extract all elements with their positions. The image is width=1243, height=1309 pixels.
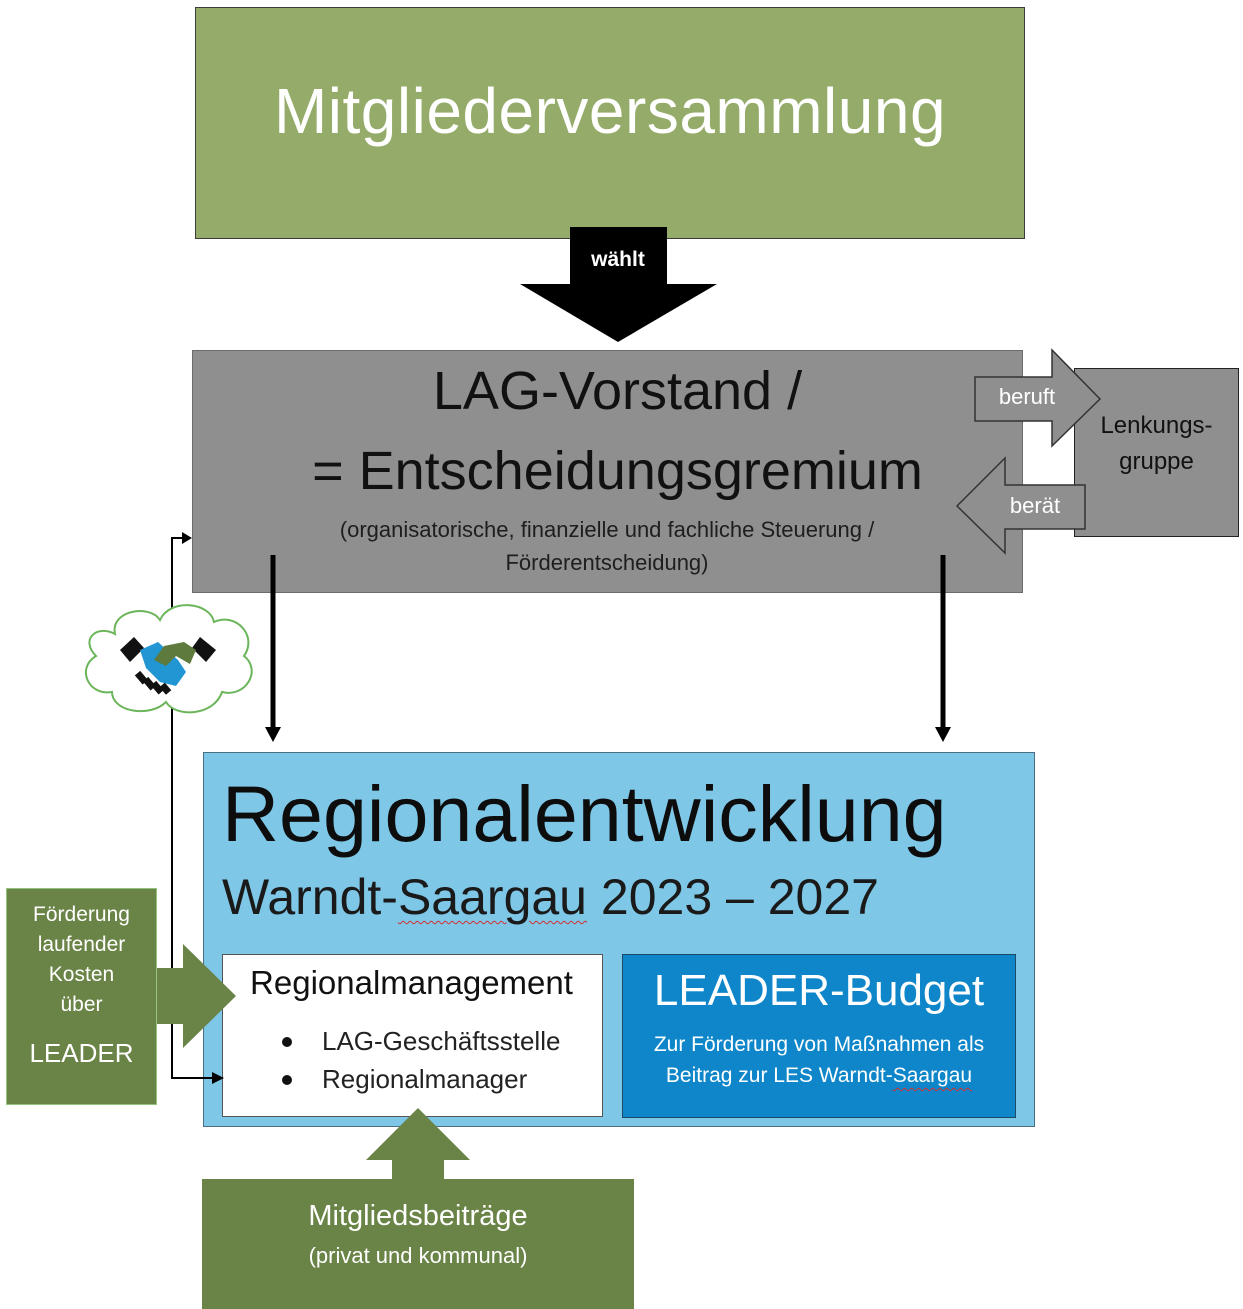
- lenkungsgruppe-label: Lenkungs- gruppe: [1074, 408, 1239, 480]
- waehlt-label: wählt: [591, 248, 645, 271]
- connector-left-arrowhead: [265, 727, 281, 742]
- lenkungsgruppe-line2: gruppe: [1119, 448, 1194, 475]
- lag-vorstand-description: (organisatorische, finanzielle und fachl…: [282, 513, 932, 579]
- regionalentwicklung-subtitle: Warndt-Saargau 2023 – 2027: [222, 868, 879, 926]
- foerderung-arrow: [155, 944, 236, 1048]
- subtitle-squiggle: Saargau: [397, 869, 587, 925]
- mitgliedsbeitraege-arrow: [366, 1108, 470, 1182]
- desc-line2-squiggle: Saargau: [892, 1064, 973, 1087]
- regionalentwicklung-title: Regionalentwicklung: [222, 769, 947, 858]
- foerderung-leader-label: LEADER: [29, 1038, 134, 1068]
- beruft-arrow: [974, 348, 1102, 448]
- list-item: LAG-Geschäftsstelle: [280, 1022, 560, 1060]
- lenkungsgruppe-box: [1074, 368, 1239, 537]
- mitgliedsbeitraege-title: Mitgliedsbeiträge: [308, 1200, 528, 1232]
- regionalmanagement-box: [222, 954, 603, 1117]
- leader-budget-desc-line2: Beitrag zur LES Warndt-Saargau: [632, 1060, 1006, 1091]
- regionalmanagement-title: Regionalmanagement: [250, 964, 573, 1001]
- leader-budget-description: Zur Förderung von Maßnahmen als Beitrag …: [632, 1029, 1006, 1091]
- foerderung-box: [6, 888, 157, 1105]
- foerderung-text: Förderung laufender Kosten über: [6, 900, 157, 1020]
- leader-budget-desc-line1: Zur Förderung von Maßnahmen als: [653, 1033, 985, 1056]
- feedback-connector: [171, 537, 222, 1079]
- foerderung-line: laufender: [37, 933, 126, 956]
- waehlt-arrow: [520, 227, 717, 342]
- list-item-label: Regionalmanager: [322, 1064, 528, 1094]
- mitgliedsbeitraege-subtitle: (privat und kommunal): [308, 1243, 528, 1268]
- subtitle-part1: Warndt-: [222, 869, 398, 925]
- leader-budget-box: [622, 954, 1016, 1118]
- handshake-in-cloud-icon: [84, 604, 253, 714]
- list-item: Regionalmanager: [280, 1060, 560, 1098]
- leader-budget-title: LEADER-Budget: [653, 966, 985, 1015]
- bullet-icon: [282, 1075, 292, 1085]
- desc-line2-part1: Beitrag zur LES Warndt-: [665, 1064, 893, 1087]
- lenkungsgruppe-line1: Lenkungs-: [1100, 412, 1213, 439]
- foerderung-line: über: [60, 993, 103, 1016]
- regionalmanagement-list: LAG-Geschäftsstelle Regionalmanager: [280, 1022, 560, 1098]
- beruft-label: beruft: [998, 384, 1056, 409]
- mitgliederversammlung-box: Mitgliederversammlung: [195, 7, 1025, 239]
- connector-right-arrowhead: [935, 727, 951, 742]
- subtitle-part2: 2023 – 2027: [587, 869, 879, 925]
- lag-vorstand-box: [192, 350, 1023, 593]
- mitgliedsbeitraege-box: [202, 1179, 634, 1309]
- mitgliederversammlung-title: Mitgliederversammlung: [273, 75, 947, 147]
- lag-description-line1: (organisatorische, finanzielle und fachl…: [339, 517, 875, 542]
- list-item-label: LAG-Geschäftsstelle: [322, 1026, 561, 1056]
- feedback-arrowhead-bottom: [212, 1072, 224, 1084]
- beraet-label: berät: [1009, 493, 1061, 518]
- entscheidungsgremium-title: = Entscheidungsgremium: [312, 441, 923, 501]
- bullet-icon: [282, 1037, 292, 1047]
- lag-description-line2: Förderentscheidung): [505, 550, 709, 575]
- lag-vorstand-title: LAG-Vorstand /: [432, 361, 803, 421]
- foerderung-line: Kosten: [48, 963, 115, 986]
- feedback-arrowhead-top: [182, 532, 192, 544]
- foerderung-line: Förderung: [33, 903, 130, 926]
- beraet-arrow: [955, 456, 1086, 555]
